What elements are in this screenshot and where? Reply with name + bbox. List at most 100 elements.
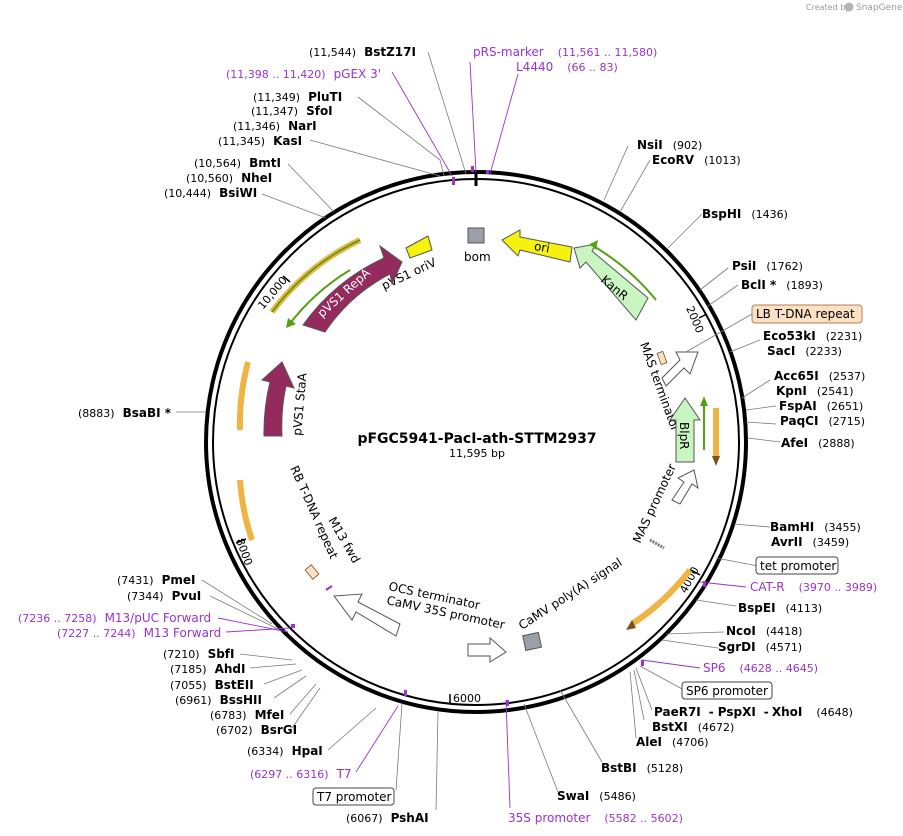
primer-pgex[interactable]: (11,398 .. 11,420)pGEX 3' [226, 67, 381, 81]
mas-terminator-feature[interactable] [661, 351, 699, 387]
enzyme-bstxi[interactable]: BstXI(4672) [652, 720, 734, 734]
enzyme-acc65i[interactable]: Acc65I(2537) [774, 369, 865, 383]
leader-lines [176, 51, 781, 811]
enzyme-nsii[interactable]: NsiI(902) [637, 138, 702, 152]
leader-bamhi [733, 523, 771, 528]
enzyme-bstz17i[interactable]: (11,544)BstZ17I [309, 45, 416, 59]
leader-bstz17i [427, 51, 467, 175]
leader-bsrgi [291, 687, 321, 729]
enzyme-bsphi[interactable]: BspHI(1436) [702, 207, 788, 221]
kanr-orf-arrowhead [590, 240, 598, 250]
l4440-mark [486, 170, 489, 174]
enzyme-hpai[interactable]: (6334)HpaI [247, 744, 323, 758]
tick-6000: 6000 [453, 692, 481, 705]
pvs1-oriv-feature[interactable] [405, 235, 433, 259]
bom-label: bom [464, 250, 491, 264]
enzyme-sfoi[interactable]: (11,347)SfoI [251, 104, 333, 118]
enzyme-nhei[interactable]: (10,560)NheI [186, 171, 272, 185]
enzyme-bamhi[interactable]: BamHI(3455) [770, 520, 861, 534]
primer-cat-r[interactable]: CAT-R(3970 .. 3989) [750, 580, 877, 594]
enzyme-ncoi[interactable]: NcoI(4418) [726, 624, 802, 638]
enzyme-bmti[interactable]: (10,564)BmtI [194, 156, 281, 170]
primer-m13-puc-forward[interactable]: (7236 .. 7258)M13/pUC Forward [18, 611, 211, 625]
leader-acc65i [741, 379, 771, 399]
leader-pvui [209, 595, 277, 629]
enzyme-pluti[interactable]: (11,349)PluTI [253, 90, 342, 104]
enzyme-bsrgi[interactable]: (6702)BsrGI [216, 723, 297, 737]
leader-fspai [745, 405, 777, 411]
enzyme-bstbi[interactable]: BstBI(5128) [601, 761, 683, 775]
sp6-promoter-label[interactable]: SP6 promoter [686, 684, 768, 698]
enzyme-pshai[interactable]: (6067)PshAI [346, 811, 429, 825]
leader-mfei [289, 683, 317, 715]
primer-sp6[interactable]: SP6(4628 .. 4645) [703, 661, 818, 675]
boxed-labels: LB T-DNA repeat tet promoter SP6 promote… [312, 304, 863, 806]
enzyme-sbfi[interactable]: (7210)SbfI [163, 647, 235, 661]
enzyme-bsteii[interactable]: (7055)BstEII [170, 678, 254, 692]
primer-m13-forward[interactable]: (7227 .. 7244)M13 Forward [57, 626, 221, 640]
bom-feature[interactable] [467, 227, 485, 244]
enzyme-kpni[interactable]: KpnI(2541) [776, 384, 853, 398]
blpr-label: BlpR [677, 422, 691, 450]
leader-l4440 [489, 73, 519, 175]
mas-promoter-feature[interactable] [671, 469, 699, 505]
enzyme-bspei[interactable]: BspEI(4113) [738, 601, 822, 615]
primer-t7[interactable]: (6297 .. 6316)T7 [250, 767, 352, 781]
pvs1-repa-feature[interactable] [302, 244, 403, 333]
leader-psii [699, 267, 729, 291]
lb-tdna-label[interactable]: LB T-DNA repeat [756, 307, 855, 321]
enzyme-alei[interactable]: AleI(4706) [636, 735, 709, 749]
enzyme-paer7i-group[interactable]: PaeR7I-PspXI-XhoI(4648) [654, 705, 853, 719]
leader-bmti [287, 163, 335, 213]
ori-feature[interactable] [501, 229, 573, 263]
camv-35s-feature[interactable] [467, 636, 507, 663]
rb-tdna-feature[interactable] [304, 564, 320, 580]
t7-mark [404, 690, 407, 696]
orf-4000-head [626, 620, 636, 630]
enzyme-bcli[interactable]: BclI *(1893) [741, 278, 823, 292]
enzyme-paqci[interactable]: PaqCI(2715) [780, 414, 865, 428]
ori-label: ori [533, 239, 551, 255]
brand-text: SnapGene [856, 3, 903, 13]
enzyme-avrii[interactable]: AvrII(3459) [771, 535, 849, 549]
enzyme-nari[interactable]: (11,346)NarI [233, 119, 317, 133]
leader-bstxi [633, 669, 645, 721]
primer-35s-promoter[interactable]: 35S promoter(5582 .. 5602) [508, 811, 683, 825]
leader-lb [685, 313, 753, 353]
enzyme-ecorv[interactable]: EcoRV(1013) [652, 153, 741, 167]
enzyme-bsshii[interactable]: (6961)BssHII [175, 693, 262, 707]
enzyme-pvui[interactable]: (7344)PvuI [127, 589, 201, 603]
enzyme-psii[interactable]: PsiI(1762) [732, 259, 803, 273]
enzyme-bsiwi[interactable]: (10,444)BsiWI [164, 186, 257, 200]
camv-polya-feature[interactable] [522, 631, 543, 652]
leader-sp6-prom [639, 665, 685, 691]
leader-prs [469, 61, 477, 173]
orf-8000 [237, 479, 255, 541]
tet-promoter-label[interactable]: tet promoter [760, 559, 836, 573]
enzyme-saci[interactable]: SacI(2233) [767, 344, 842, 358]
tick-2000-mark [698, 313, 708, 319]
leader-m13puc [217, 617, 289, 633]
pvs1-staa-feature[interactable] [260, 361, 295, 437]
plasmid-length: 11,595 bp [449, 447, 505, 460]
blpr-feature[interactable] [669, 397, 701, 463]
primer-l4440[interactable]: L4440(66 .. 83) [516, 60, 618, 74]
enzyme-afei[interactable]: AfeI(2888) [781, 436, 855, 450]
enzyme-mfei[interactable]: (6783)MfeI [210, 708, 284, 722]
enzyme-eco53ki[interactable]: Eco53kI(2231) [763, 329, 862, 343]
leader-sp6 [641, 659, 701, 669]
blpr-orf-outer-head [712, 456, 720, 466]
ocs-terminator-feature[interactable] [333, 593, 401, 637]
enzyme-fspai[interactable]: FspAI(2651) [779, 399, 863, 413]
enzyme-bsabi[interactable]: (8883)BsaBI * [78, 406, 172, 420]
primer-prs-marker[interactable]: pRS-marker(11,561 .. 11,580) [473, 45, 657, 59]
enzyme-swai[interactable]: SwaI(5486) [557, 789, 636, 803]
leader-35s [505, 699, 511, 809]
enzyme-pmei[interactable]: (7431)PmeI [117, 573, 195, 587]
t7-promoter-label[interactable]: T7 promoter [316, 790, 392, 804]
enzyme-sgrdi[interactable]: SgrDI(4571) [718, 640, 802, 654]
enzyme-kasi[interactable]: (11,345)KasI [218, 134, 302, 148]
primer-marks [291, 166, 706, 706]
enzyme-ahdi[interactable]: (7185)AhdI [170, 662, 245, 676]
kanr-feature[interactable] [573, 243, 649, 321]
